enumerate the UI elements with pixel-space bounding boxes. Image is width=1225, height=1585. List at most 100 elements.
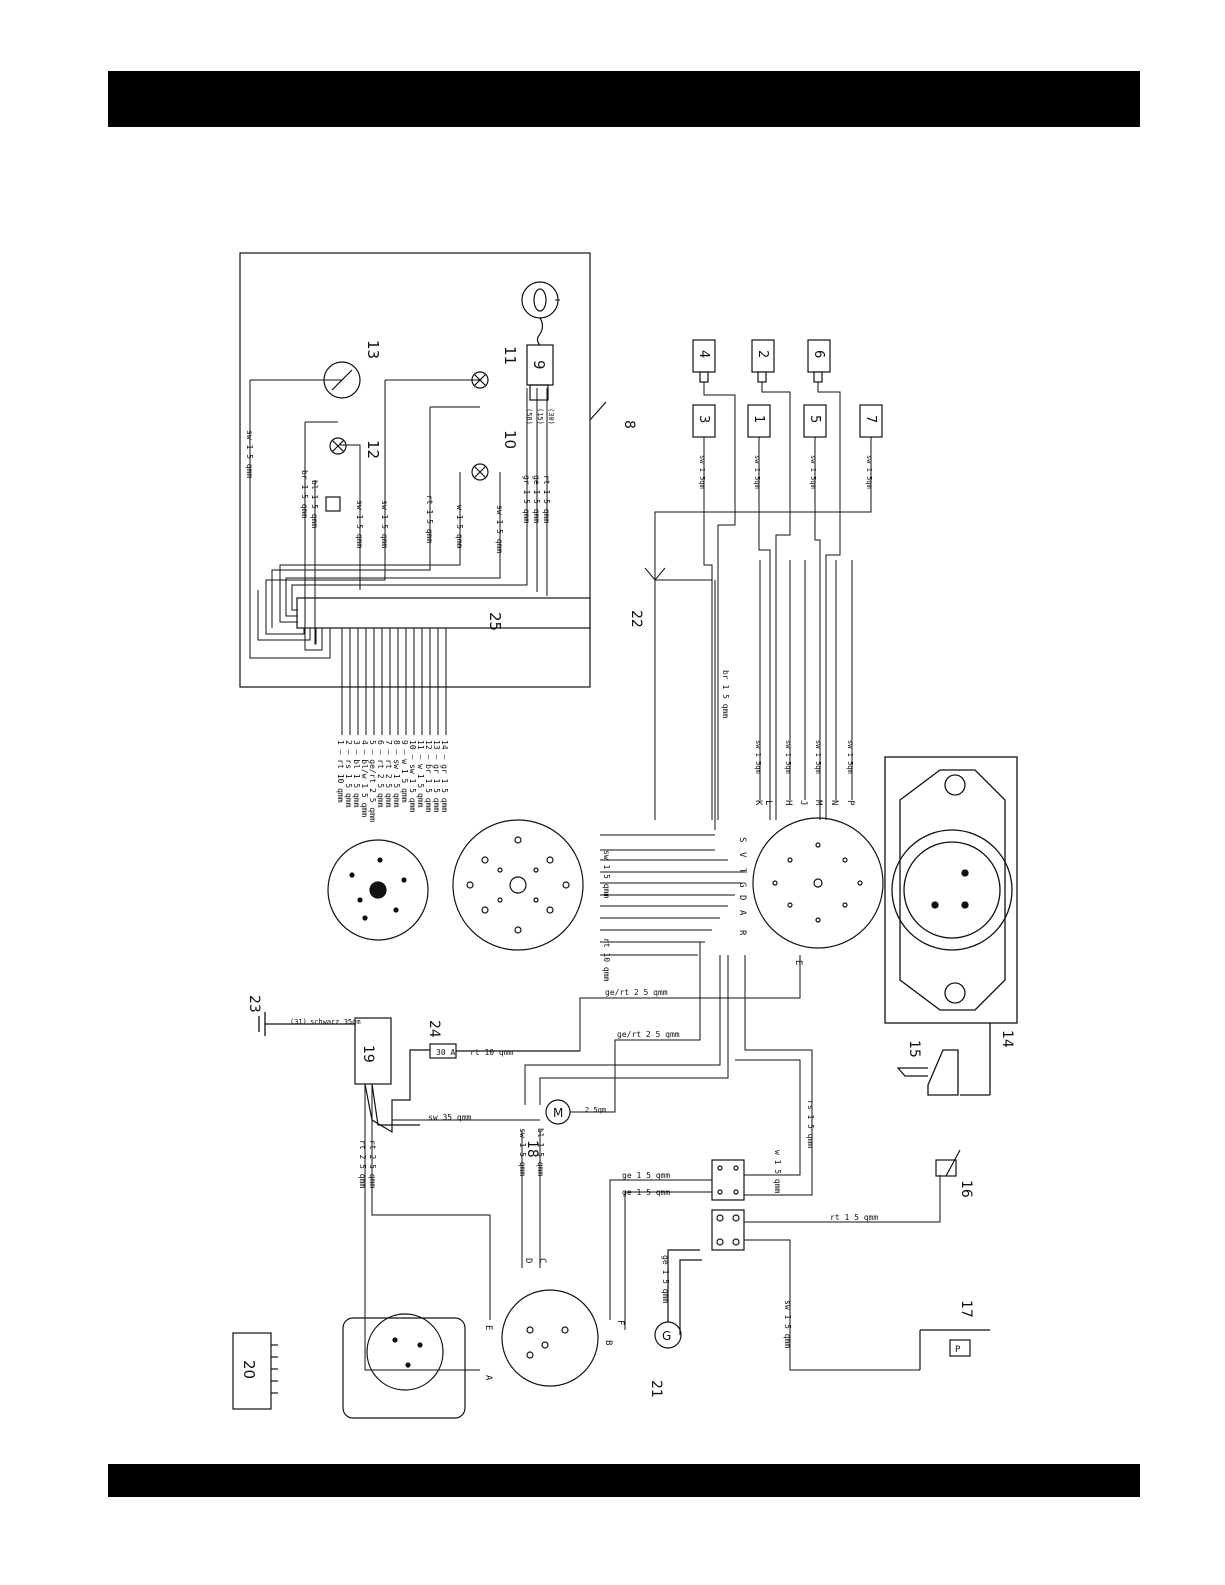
svg-text:14 — gr 1 5 qmm: 14 — gr 1 5 qmm — [440, 740, 449, 812]
wire-label: sw 1 5 qmm — [380, 500, 389, 548]
switch-16 — [935, 1149, 961, 1177]
svg-text:D: D — [737, 895, 747, 900]
generator-21 — [654, 1249, 702, 1349]
label-11: 11 — [501, 346, 519, 365]
terminal-31: (31) — [290, 1018, 307, 1026]
wire-label: ge/rt 2 5 qmm — [617, 1030, 680, 1039]
svg-text:11 — w 1 5 qmm: 11 — w 1 5 qmm — [416, 740, 425, 808]
svg-text:7 — rt 2 5 qmm: 7 — rt 2 5 qmm — [384, 740, 393, 808]
pin-F: F — [615, 1320, 625, 1325]
sender-wires — [654, 382, 872, 820]
connector-round-lower — [501, 1289, 599, 1387]
kp-labels: K L H J M N P sw 1 5qm sw 1 5qm sw 1 5qm… — [753, 740, 855, 806]
label-7: 7 — [863, 415, 878, 423]
wire-label: rt 1 5 qmm — [425, 495, 434, 543]
fuse-label: 30 A — [436, 1048, 455, 1057]
lamp-10 — [471, 463, 489, 481]
svg-text:10 — sw 1 5 qmm: 10 — sw 1 5 qmm — [408, 740, 417, 812]
wire-label: w 1 5 qmm — [773, 1150, 782, 1194]
label-9: 9 — [530, 360, 548, 370]
wire-label: ge 1 5 qmm — [622, 1171, 670, 1180]
label-24: 24 — [426, 1020, 442, 1038]
connector-14pin-a — [327, 839, 429, 941]
svg-text:6 — rt 2 5 qmm: 6 — rt 2 5 qmm — [376, 740, 385, 808]
footer-bar — [108, 1464, 1140, 1497]
lamp-11 — [471, 371, 489, 389]
ground-23 — [258, 1012, 355, 1036]
wire-label: br 1 5 qmm — [721, 670, 730, 718]
sensor-15 — [896, 1023, 991, 1096]
wire-label: sw 35 qmm — [428, 1113, 472, 1122]
wire-label: rt 10 qmm — [602, 938, 611, 982]
label-6: 6 — [811, 350, 826, 358]
header-bar — [108, 71, 1140, 127]
connector-round-right — [752, 817, 884, 949]
label-4: 4 — [696, 350, 711, 358]
svg-text:A: A — [737, 910, 747, 916]
connector-20 — [232, 1332, 278, 1410]
pin-A: A — [483, 1375, 493, 1381]
label-20: 20 — [240, 1360, 258, 1379]
label-14: 14 — [999, 1030, 1015, 1048]
svg-text:M: M — [813, 800, 823, 806]
svg-text:T: T — [737, 868, 747, 874]
svg-text:sw 1 5qm: sw 1 5qm — [754, 740, 762, 774]
pin-B: B — [603, 1340, 613, 1345]
label-18: 18 — [524, 1140, 540, 1158]
motor-symbol: M — [553, 1106, 563, 1120]
label-25: 25 — [486, 612, 504, 631]
wire-label: sw 1 5qm — [865, 455, 873, 489]
svg-text:1 — rt 10 qmm: 1 — rt 10 qmm — [336, 740, 345, 803]
pin-letter-row: S V T G D A R — [737, 837, 747, 936]
terminal-30: (30) — [547, 408, 555, 425]
wire-label: ge 1 5 qmm — [661, 1255, 670, 1303]
wire-label: rt 1 5 qmm — [830, 1213, 878, 1222]
connector-14pin-b — [452, 819, 584, 951]
svg-text:5 — ge/rt 2 5 qmm: 5 — ge/rt 2 5 qmm — [368, 740, 377, 822]
label-22: 22 — [628, 610, 644, 628]
wire-label: bl 1 5 qmm — [536, 1128, 545, 1176]
terminal-15: (15) — [536, 408, 544, 425]
wire-label: sw 1 5qm — [698, 455, 706, 489]
connector-14 — [884, 756, 1018, 1024]
svg-text:K: K — [753, 800, 763, 806]
svg-text:L: L — [763, 800, 773, 805]
wire-label: sw 1 5 qmm — [783, 1300, 792, 1348]
panel-wiring — [249, 299, 560, 659]
wire-label: ge 1 5 qmm — [622, 1188, 670, 1197]
label-17: 17 — [958, 1300, 974, 1318]
junction-blocks — [711, 1159, 745, 1251]
gauge-13 — [323, 361, 361, 399]
wire-label: rt 2 5 qmm — [368, 1140, 377, 1188]
label-8: 8 — [621, 420, 637, 429]
label-23: 23 — [246, 995, 262, 1013]
pin-C: C — [537, 1258, 547, 1263]
wire-label: rt 10 qmm — [470, 1048, 514, 1057]
wire-label: sw 1 5 qmm — [355, 500, 364, 548]
svg-text:9 — w 1 5 qmm: 9 — w 1 5 qmm — [400, 740, 409, 803]
pin-D: D — [523, 1258, 533, 1263]
harness-labels: 1 — rt 10 qmm 2 — rs 1 5 qmm 3 — bl 1 5 … — [336, 740, 449, 822]
svg-text:3 — bl 1 5 qmm: 3 — bl 1 5 qmm — [352, 740, 361, 808]
svg-text:R: R — [737, 930, 747, 936]
wire-label: sw 1 5 qmm — [602, 850, 611, 898]
wire-label: bl 1 5 qmm — [310, 480, 319, 528]
svg-text:N: N — [829, 800, 839, 805]
wire-label: rt 1 5 qmm — [542, 475, 551, 523]
senders-1-7 — [692, 339, 883, 438]
pin-E: E — [483, 1325, 493, 1330]
wire-label: ge/rt 2 5 qmm — [605, 988, 668, 997]
svg-text:V: V — [737, 852, 747, 858]
svg-text:P: P — [845, 800, 855, 806]
wire-label: 2 5qm — [585, 1106, 606, 1114]
connector-square-left — [342, 1313, 466, 1419]
pressure-symbol: P — [955, 1345, 961, 1355]
fuse-24 — [429, 1043, 580, 1059]
wire-label: ge 1 5 qmm — [532, 475, 541, 523]
label-21: 21 — [648, 1380, 664, 1398]
wire-label: sw 1 5qm — [809, 455, 817, 489]
svg-text:H: H — [783, 800, 793, 805]
wire-label: rs 1 5 qmm — [806, 1100, 815, 1148]
starter-motor-18 — [545, 1099, 571, 1125]
